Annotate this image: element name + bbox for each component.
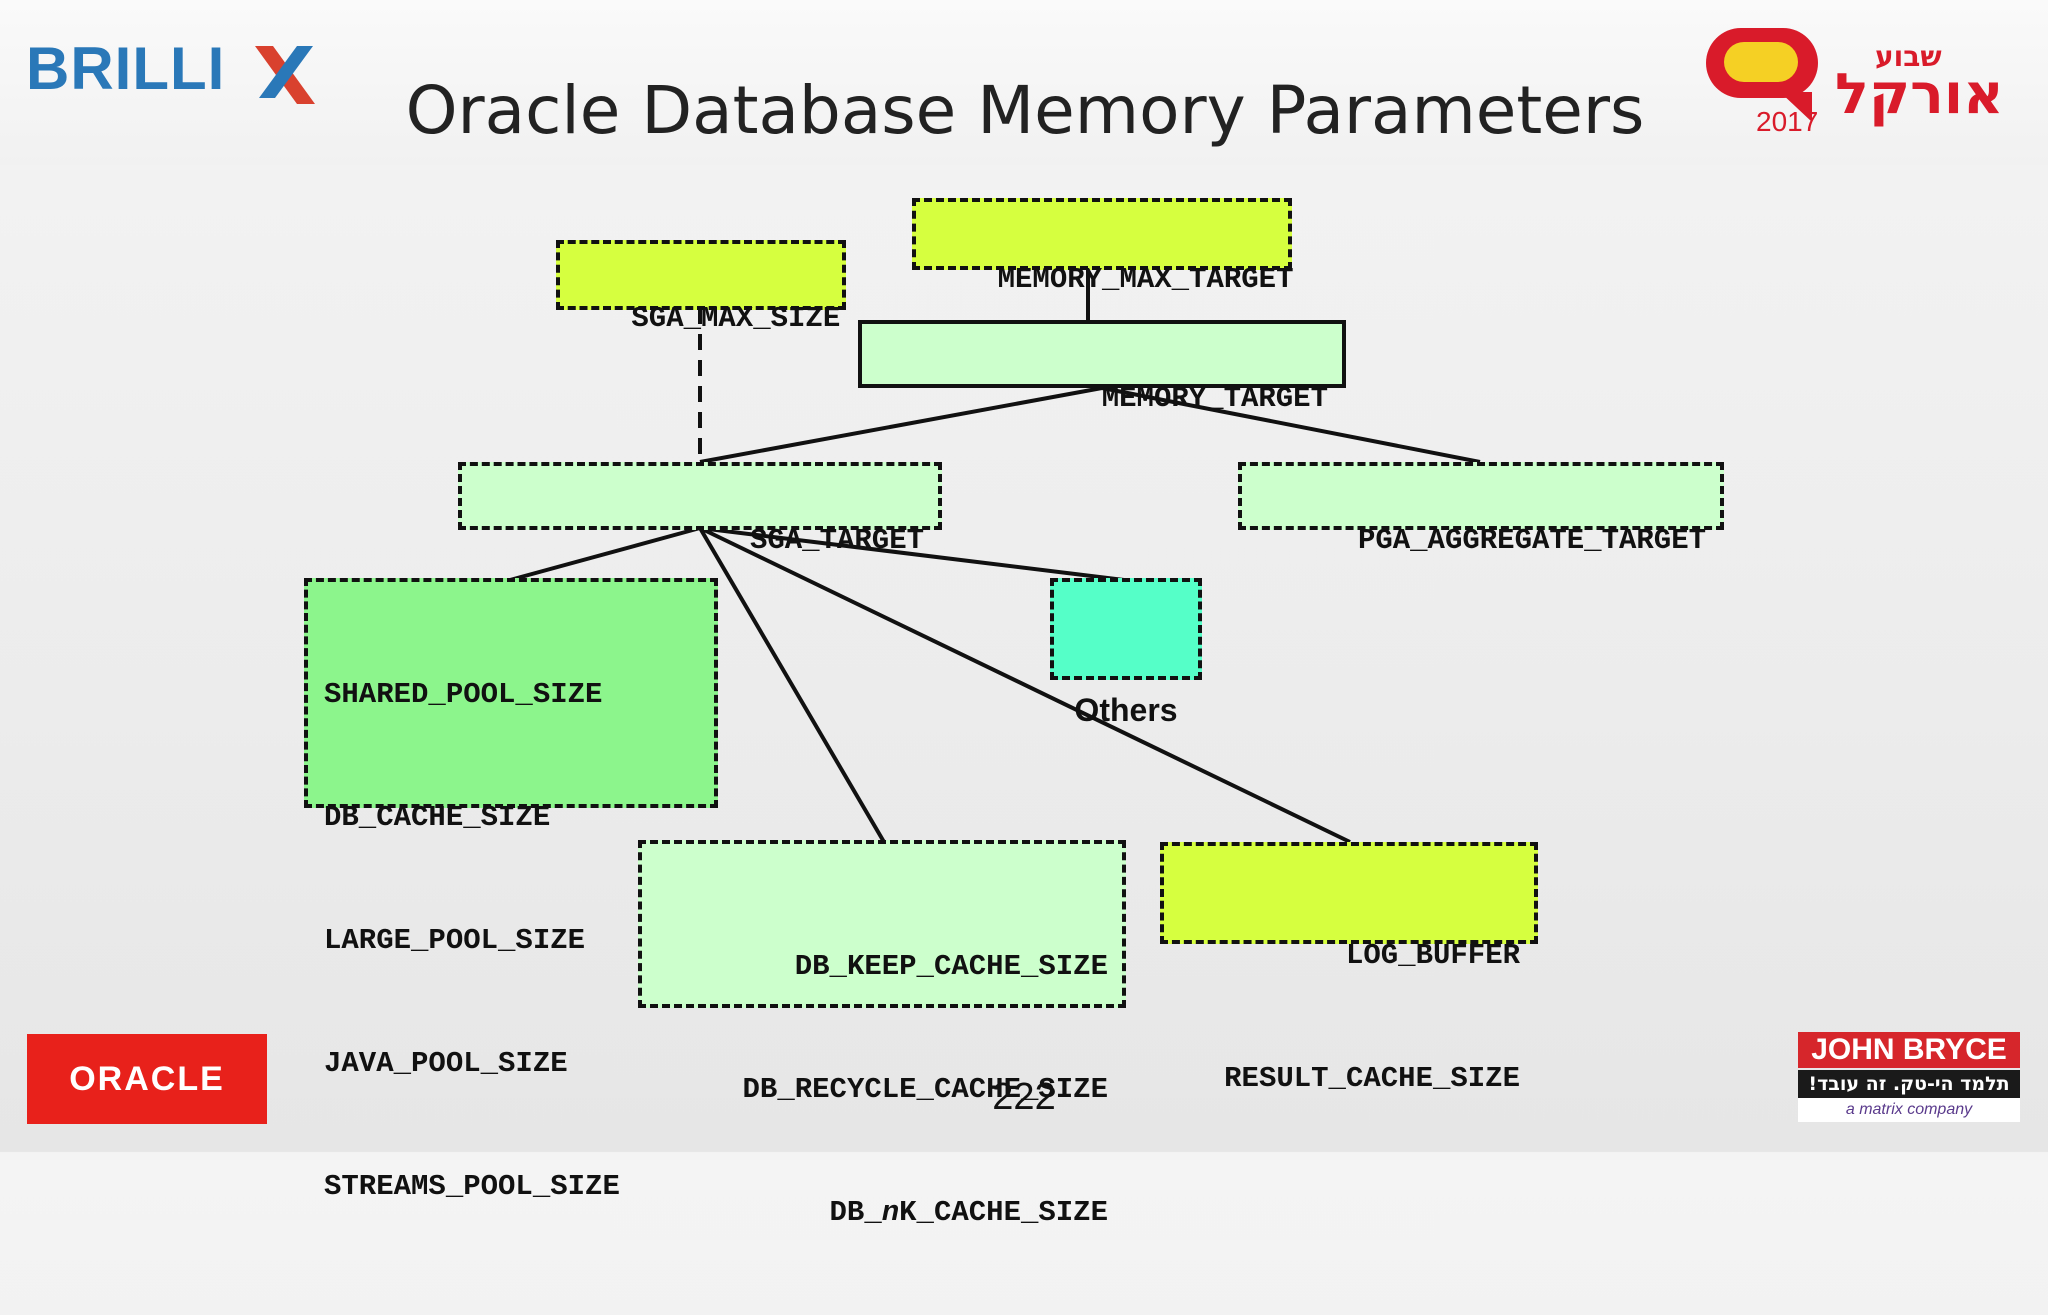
connector-sga-others bbox=[699, 526, 1125, 582]
result-cache-size-label: RESULT_CACHE_SIZE bbox=[1224, 1062, 1520, 1095]
pga-aggregate-target-box: PGA_AGGREGATE_TARGET bbox=[1238, 462, 1724, 557]
brillix-x-mark bbox=[255, 46, 315, 104]
cache-nk-suffix: K_CACHE_SIZE bbox=[899, 1196, 1108, 1229]
pools-line: LARGE_POOL_SIZE bbox=[324, 924, 586, 957]
pga-aggregate-target-label: PGA_AGGREGATE_TARGET bbox=[1357, 524, 1706, 557]
connector-memtarget-sga bbox=[699, 386, 1103, 464]
connector-sga-log bbox=[699, 526, 1351, 844]
john-bryce-name: JOHN BRYCE bbox=[1798, 1032, 2020, 1068]
page-title: Oracle Database Memory Parameters bbox=[405, 72, 1645, 149]
brillix-logo: BRILLI bbox=[26, 34, 316, 104]
sga-max-size-label: SGA_MAX_SIZE bbox=[631, 302, 841, 335]
connector-memtarget-pga bbox=[1101, 386, 1481, 464]
oracle-logo: ORACLE bbox=[27, 1034, 267, 1124]
oracle-week-year: 2017 bbox=[1756, 106, 1819, 137]
memory-max-target-box: MEMORY_MAX_TARGET bbox=[912, 198, 1293, 296]
connector-sga-pools bbox=[509, 526, 701, 582]
cache-nk-prefix: DB_ bbox=[829, 1196, 882, 1229]
memory-max-target-label: MEMORY_MAX_TARGET bbox=[997, 263, 1294, 296]
pools-line: DB_CACHE_SIZE bbox=[324, 801, 551, 834]
cache-line: DB_RECYCLE_CACHE_SIZE bbox=[742, 1073, 1108, 1106]
cache-sizes-box: DB_KEEP_CACHE_SIZE DB_RECYCLE_CACHE_SIZE… bbox=[638, 840, 1126, 1229]
others-box: Others bbox=[1050, 578, 1202, 728]
john-bryce-logo: JOHN BRYCE תלמד הי-טק. זה עובד! a matrix… bbox=[1798, 1032, 2020, 1124]
oracle-week-small-text: שבוע bbox=[1875, 40, 1942, 73]
others-label: Others bbox=[1074, 692, 1178, 728]
oracle-week-hebrew-text: אורקל bbox=[1835, 62, 2004, 127]
diagram-connectors bbox=[509, 268, 1481, 844]
sga-target-label: SGA_TARGET bbox=[749, 524, 924, 557]
john-bryce-company: a matrix company bbox=[1798, 1098, 2020, 1122]
log-result-box: LOG_BUFFER RESULT_CACHE_SIZE bbox=[1160, 842, 1538, 1095]
memory-target-box: MEMORY_TARGET bbox=[858, 320, 1346, 415]
pools-box: SHARED_POOL_SIZE DB_CACHE_SIZE LARGE_POO… bbox=[304, 578, 718, 1203]
oracle-week-logo: שבוע אורקל 2017 bbox=[1700, 22, 2030, 157]
cache-line: DB_KEEP_CACHE_SIZE bbox=[794, 950, 1108, 983]
pools-line: SHARED_POOL_SIZE bbox=[324, 678, 603, 711]
cache-nk-italic: n bbox=[881, 1196, 900, 1229]
oracle-week-o-icon bbox=[1706, 28, 1818, 122]
page-number: 222 bbox=[992, 1076, 1056, 1118]
connector-sga-caches bbox=[698, 526, 886, 844]
header-band bbox=[0, 0, 2048, 165]
memory-target-label: MEMORY_TARGET bbox=[1101, 382, 1328, 415]
sga-target-box: SGA_TARGET bbox=[458, 462, 942, 557]
slide: BRILLI Oracle Database Memory Parameters… bbox=[0, 0, 2048, 1229]
sga-max-size-box: SGA_MAX_SIZE bbox=[556, 240, 846, 335]
john-bryce-tagline: תלמד הי-טק. זה עובד! bbox=[1798, 1070, 2020, 1098]
cache-line-nk: DB_nK_CACHE_SIZE bbox=[642, 1192, 1108, 1233]
log-buffer-label: LOG_BUFFER bbox=[1345, 939, 1520, 972]
pools-line: JAVA_POOL_SIZE bbox=[324, 1047, 568, 1080]
brillix-logo-text: BRILLI bbox=[26, 35, 226, 102]
